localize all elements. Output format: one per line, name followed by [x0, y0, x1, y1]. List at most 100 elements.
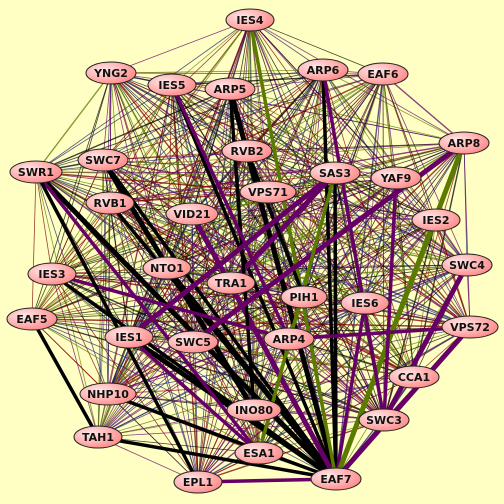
- edge-thin: [303, 296, 385, 421]
- edge-thick: [248, 18, 338, 481]
- node-label: EAF5: [16, 313, 47, 326]
- node-ies3[interactable]: IES3: [27, 262, 77, 286]
- edge-thin: [192, 341, 255, 411]
- node-arp8[interactable]: ARP8: [438, 131, 490, 155]
- node-yaf9[interactable]: YAF9: [370, 166, 422, 190]
- node-label: ARP6: [307, 64, 340, 77]
- edge-thin: [109, 202, 437, 221]
- edge-thick: [127, 335, 261, 455]
- edge-thick: [245, 149, 306, 299]
- node-label: EPL1: [183, 476, 213, 489]
- edge-thin: [31, 219, 437, 320]
- edge-thin: [267, 191, 468, 266]
- edge-thin: [35, 88, 231, 173]
- edge-thick: [96, 435, 338, 481]
- edge-thin: [191, 213, 255, 411]
- node-eaf7[interactable]: EAF7: [310, 467, 362, 491]
- edge-thin: [102, 73, 384, 161]
- edge-thin: [31, 318, 385, 421]
- edge-thin: [230, 177, 397, 284]
- node-rvb2[interactable]: RVB2: [221, 139, 273, 163]
- node-vps71[interactable]: VPS71: [239, 180, 297, 204]
- edge-thin: [107, 338, 290, 395]
- node-label: ARP5: [214, 83, 247, 96]
- edge-thin: [109, 150, 248, 204]
- edge-thin: [35, 171, 53, 275]
- node-ies2[interactable]: IES2: [411, 208, 461, 232]
- edge-thin: [229, 88, 397, 179]
- node-eaf5[interactable]: EAF5: [6, 307, 58, 331]
- node-vid21[interactable]: VID21: [165, 202, 219, 226]
- node-label: VPS71: [248, 186, 288, 199]
- node-label: ARP4: [273, 333, 306, 346]
- node-label: IES2: [422, 214, 449, 227]
- edge-thin: [35, 171, 336, 174]
- edge-thin: [51, 264, 468, 275]
- edge-thick: [33, 169, 339, 482]
- node-yng2[interactable]: YNG2: [85, 61, 137, 85]
- node-ies5[interactable]: IES5: [147, 73, 197, 97]
- edge-thin: [102, 72, 112, 161]
- edge-thin: [109, 88, 231, 204]
- edge-thin: [110, 72, 468, 266]
- node-nto1[interactable]: NTO1: [142, 256, 192, 280]
- node-arp4[interactable]: ARP4: [263, 327, 315, 351]
- node-cca1[interactable]: CCA1: [388, 365, 440, 389]
- node-epl1[interactable]: EPL1: [173, 470, 223, 494]
- edge-thin: [102, 88, 231, 161]
- edge-thin: [229, 73, 384, 90]
- node-swc7[interactable]: SWC7: [77, 148, 129, 172]
- edge-thick: [170, 83, 291, 341]
- node-label: SAS3: [319, 167, 351, 180]
- node-esa1[interactable]: ESA1: [234, 441, 284, 465]
- edge-thin: [128, 267, 168, 338]
- node-tah1[interactable]: TAH1: [73, 425, 123, 449]
- edge-thin: [197, 219, 437, 483]
- edge-thin: [364, 219, 437, 304]
- node-label: VID21: [173, 208, 210, 221]
- edge-thin: [35, 72, 112, 173]
- edge-thin: [303, 177, 397, 298]
- node-label: SWC3: [366, 414, 402, 427]
- node-arp5[interactable]: ARP5: [204, 77, 256, 101]
- node-label: IES4: [236, 14, 264, 27]
- edge-thin: [51, 191, 269, 275]
- edge-thin: [230, 73, 384, 284]
- node-ies1[interactable]: IES1: [104, 325, 154, 349]
- node-swr1[interactable]: SWR1: [9, 160, 63, 184]
- node-label: NTO1: [150, 262, 184, 275]
- node-swc3[interactable]: SWC3: [358, 408, 410, 432]
- node-swc4[interactable]: SWC4: [441, 253, 493, 277]
- edge-thin: [31, 318, 260, 454]
- node-label: SWC4: [449, 259, 485, 272]
- node-nhp10[interactable]: NHP10: [79, 382, 137, 406]
- node-pih1[interactable]: PIH1: [280, 285, 328, 309]
- edge-thin: [258, 302, 366, 454]
- edge-thin: [230, 282, 385, 421]
- node-rvb1[interactable]: RVB1: [85, 191, 135, 215]
- node-ies6[interactable]: IES6: [340, 291, 390, 315]
- node-label: PIH1: [289, 291, 318, 304]
- node-label: EAF6: [367, 68, 399, 81]
- node-label: EAF7: [320, 473, 351, 486]
- edge-thin: [110, 19, 251, 74]
- edge-thin: [102, 84, 173, 161]
- node-sas3[interactable]: SAS3: [309, 161, 361, 185]
- edge-thick: [321, 68, 338, 481]
- edge-thin: [303, 219, 437, 298]
- node-arp6[interactable]: ARP6: [297, 58, 349, 82]
- edge-thin: [107, 393, 199, 483]
- node-tra1[interactable]: TRA1: [206, 271, 256, 295]
- node-eaf6[interactable]: EAF6: [357, 62, 409, 86]
- node-ies4[interactable]: IES4: [225, 8, 275, 32]
- edge-thick: [321, 68, 386, 422]
- node-ino80[interactable]: INO80: [226, 398, 282, 422]
- node-label: IES1: [115, 331, 142, 344]
- edge-thin: [267, 191, 415, 378]
- edge-thin: [128, 84, 173, 338]
- node-label: TRA1: [215, 277, 247, 290]
- node-swc5[interactable]: SWC5: [167, 330, 219, 354]
- node-vps72[interactable]: VPS72: [441, 315, 499, 339]
- edge-thick: [333, 324, 473, 482]
